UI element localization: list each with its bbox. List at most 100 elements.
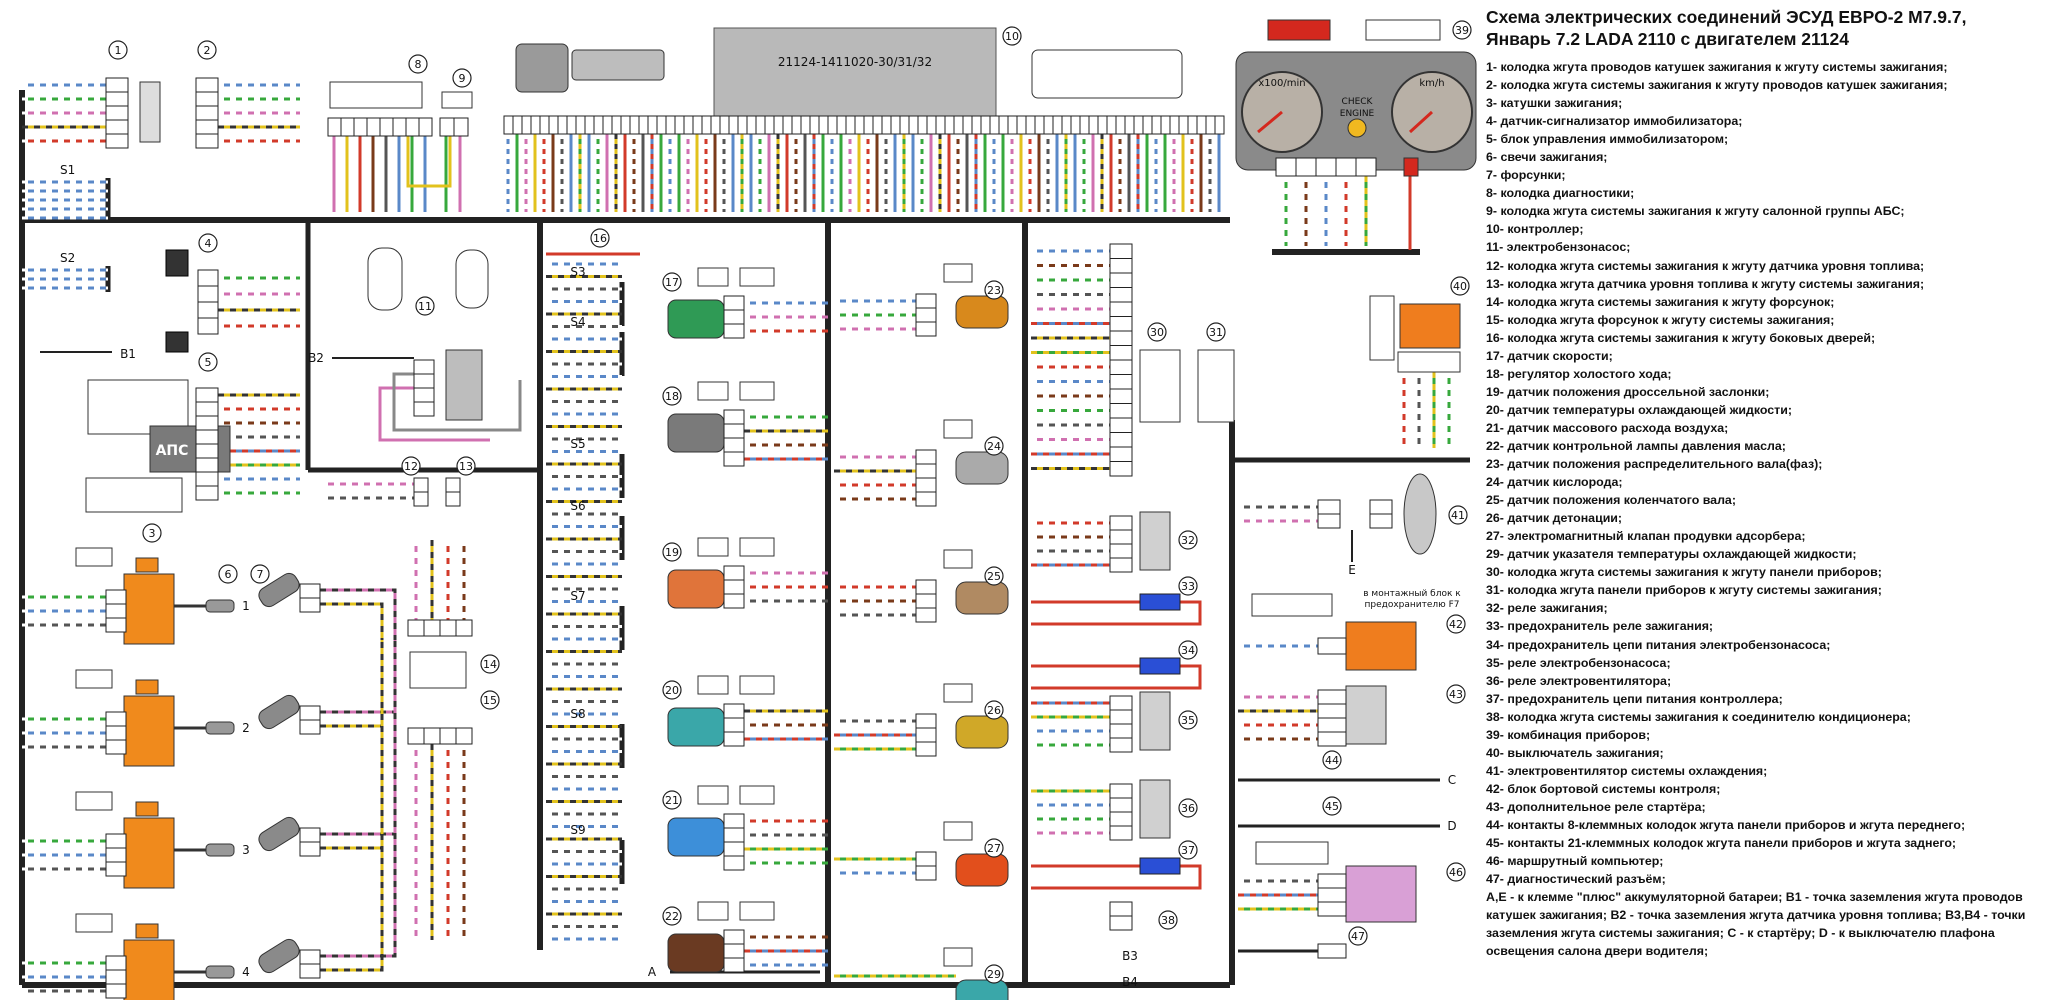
fuse: [1139, 857, 1181, 875]
legend-item: 44- контакты 8-клеммных колодок жгута па…: [1486, 817, 1966, 832]
connector-pin: [423, 619, 441, 637]
sensor-connector-icon: [943, 947, 973, 967]
legend-item: 32- реле зажигания;: [1486, 601, 1608, 616]
sensor-connector: [915, 293, 937, 337]
connector-pin: [195, 91, 219, 107]
tachometer-needle: [1257, 110, 1283, 134]
connector-pin: [1169, 115, 1180, 135]
connector-pin: [915, 851, 937, 867]
trip-computer: [1345, 865, 1417, 923]
connector-pin: [683, 115, 694, 135]
injector-wire-stripe: [320, 640, 397, 714]
fan-connector: [1369, 499, 1393, 529]
connector-pin: [105, 91, 129, 107]
terminal-label: A: [648, 965, 657, 979]
check-engine-lamp: [1347, 118, 1367, 138]
connector-pin: [1109, 243, 1133, 259]
connector-pin: [1317, 689, 1347, 705]
connector-pin: [521, 115, 532, 135]
connector-38: [1109, 901, 1133, 931]
connector-pin: [195, 119, 219, 135]
connector-pin: [1109, 287, 1133, 303]
connector-31-icon: [1197, 349, 1235, 423]
mounting-block-note: в монтажный блок к: [1363, 589, 1461, 599]
connector-pin: [1109, 723, 1133, 739]
connector-pin: [413, 373, 435, 389]
connector-pin: [575, 115, 586, 135]
sensor-connector: [723, 409, 745, 467]
connector-pin: [299, 597, 321, 613]
legend-item: 39- комбинация приборов;: [1486, 727, 1651, 742]
connector-pin: [1317, 499, 1341, 515]
connector-pin: [915, 477, 937, 493]
connector-pin: [1205, 115, 1216, 135]
connector-pin: [723, 841, 745, 857]
connector-pin: [602, 115, 613, 135]
connector-pin: [548, 115, 559, 135]
connector-pin: [105, 105, 129, 121]
legend-item: 37- предохранитель цепи питания контролл…: [1486, 691, 1783, 706]
connector-pin: [917, 115, 928, 135]
ecu-body: [713, 27, 997, 119]
shield-label: S1: [60, 163, 75, 177]
connector-pin: [962, 115, 973, 135]
legend-item: 6- свечи зажигания;: [1486, 150, 1608, 165]
injector-wire: [320, 640, 384, 972]
connector-pin: [105, 133, 129, 149]
sensor-connector-icon: [697, 381, 729, 401]
connector-pin: [915, 607, 937, 623]
sensor-connector: [723, 929, 745, 973]
connector-13: [445, 477, 461, 507]
legend-item: 9- колодка жгута системы зажигания к жгу…: [1486, 204, 1905, 219]
component-number: 26: [987, 704, 1001, 717]
shield-label: S4: [570, 315, 585, 329]
coil-connector-icon: [75, 547, 113, 567]
connector-pin: [1133, 115, 1144, 135]
connector-pin: [327, 117, 342, 137]
cylinder-number: 2: [242, 721, 250, 735]
trip-computer-connector-icon: [1255, 841, 1329, 865]
sensor-connector-icon: [943, 549, 973, 569]
connector-pin: [413, 477, 429, 493]
spark-plug: [205, 843, 235, 857]
connector-pin: [647, 115, 658, 135]
connector-pin: [1079, 115, 1090, 135]
component-number-badge: [401, 456, 421, 476]
component-number-badge: [480, 690, 500, 710]
sensor-body: [955, 715, 1009, 749]
legend-item: 17- датчик скорости;: [1486, 348, 1613, 363]
connector-4: [197, 269, 219, 335]
shield-label: S8: [570, 707, 585, 721]
title-line-1: Схема электрических соединений ЭСУД ЕВРО…: [1486, 7, 1967, 27]
connector-pin: [746, 115, 757, 135]
connector-pin: [1109, 316, 1133, 332]
sensor-connector: [723, 565, 745, 609]
sensor-body: [955, 451, 1009, 485]
ignition-coil: [123, 939, 175, 1000]
connector-pin: [195, 443, 219, 459]
sensor-body: [667, 817, 725, 857]
connector-pin: [1214, 115, 1225, 135]
coil-connector: [105, 833, 127, 877]
terminal-label: C: [1448, 773, 1456, 787]
connector-pin: [407, 619, 425, 637]
sensor-plug-icon: [739, 675, 775, 695]
component-number: 10: [1005, 30, 1019, 43]
injector-wire-stripe: [320, 640, 397, 958]
fuel-pump-connector-icon: [455, 249, 489, 309]
connector-pin: [503, 115, 514, 135]
connector-pin: [105, 725, 127, 741]
connector-pin: [1109, 432, 1133, 448]
connector-pin: [195, 133, 219, 149]
connector-pin: [407, 727, 425, 745]
fuel-pump: [445, 349, 483, 421]
connector-2: [195, 77, 219, 149]
sensor-connector-icon: [697, 901, 729, 921]
component-number-badge: [1178, 840, 1198, 860]
connector-pin: [1106, 115, 1117, 135]
component-number: 44: [1325, 754, 1339, 767]
legend-item: 22- датчик контрольной лампы давления ма…: [1486, 438, 1786, 453]
component-number-badge: [456, 456, 476, 476]
legend-item: 18- регулятор холостого хода;: [1486, 366, 1672, 381]
